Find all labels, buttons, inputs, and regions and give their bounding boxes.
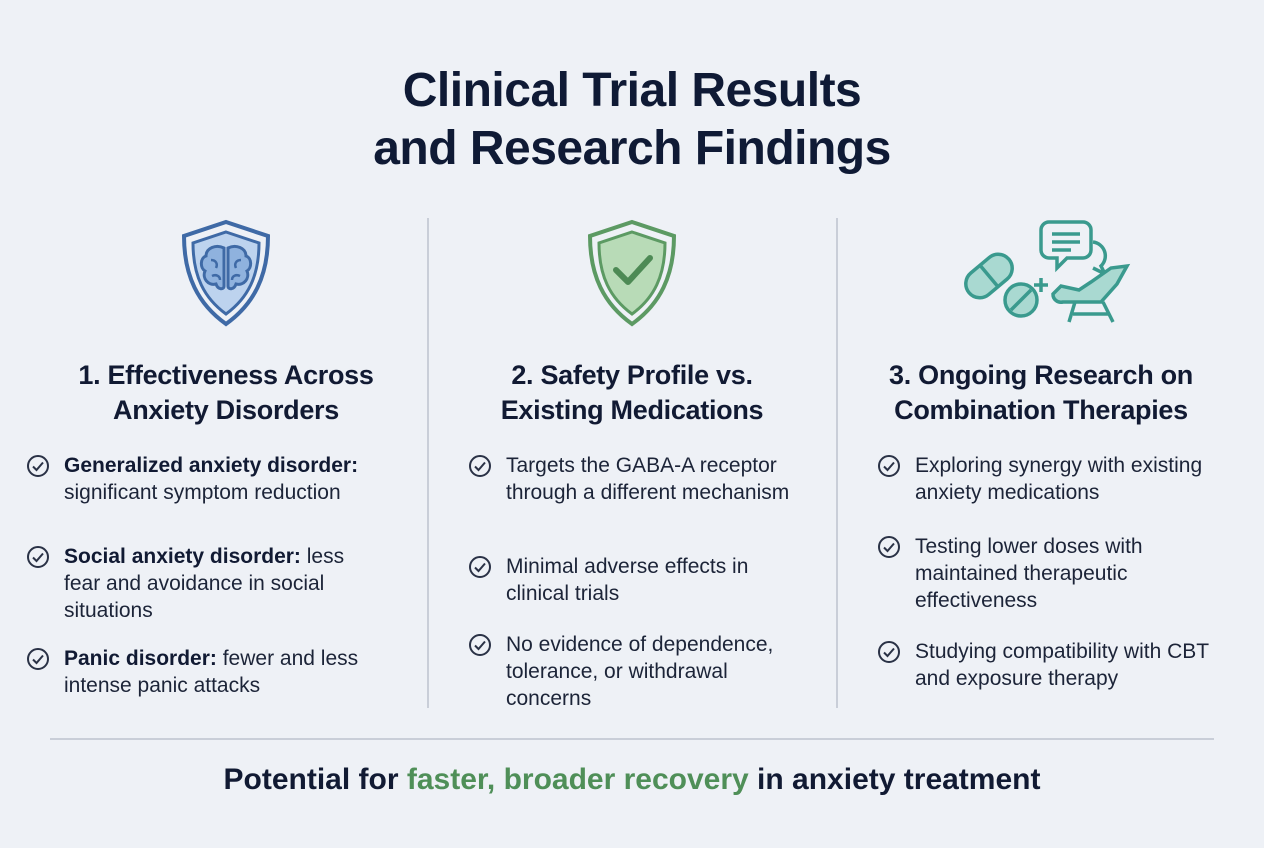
safety-heading: 2. Safety Profile vs. Existing Medicatio… [432,358,832,428]
item-bold-label: Panic disorder: [64,647,217,670]
item-text: fewer and less intense panic attacks [64,647,359,697]
heading-line: Anxiety Disorders [113,395,339,425]
item-text: Studying compatibility with CBT and expo… [915,640,1209,690]
item-bold-label: Generalized anxiety disorder: [64,454,359,477]
item-text: Testing lower doses with maintained ther… [915,535,1143,612]
check-shield-icon [432,218,832,330]
heading-line: 2. Safety Profile vs. [511,360,753,390]
item-text: Minimal adverse effects in clinical tria… [506,555,749,605]
item-text: significant symptom reduction [64,481,341,504]
effectiveness-heading: 1. Effectiveness Across Anxiety Disorder… [26,358,426,428]
heading-line: Existing Medications [500,395,764,425]
tagline: Potential for faster, broader recovery i… [0,760,1264,800]
heading-line: 1. Effectiveness Across [78,360,374,390]
check-circle-icon [878,455,900,477]
combination-heading: 3. Ongoing Research on Combination Thera… [841,358,1241,428]
check-circle-icon [469,634,491,656]
check-circle-icon [469,455,491,477]
item-text: Targets the GABA-A receptor through a di… [506,454,790,504]
item-bold-label: Social anxiety disorder: [64,545,301,568]
tagline-text: Potential for [223,763,407,796]
tagline-highlight: faster, broader recovery [406,763,749,796]
title-line-2: and Research Findings [373,122,891,175]
column-divider [836,218,838,708]
check-circle-icon [27,546,49,568]
check-circle-icon [878,641,900,663]
page-title: Clinical Trial Results and Research Find… [0,62,1264,178]
column-divider [427,218,429,708]
brain-shield-icon [26,218,426,330]
check-circle-icon [469,556,491,578]
title-line-1: Clinical Trial Results [402,64,862,117]
check-circle-icon [27,648,49,670]
heading-line: Combination Therapies [894,395,1188,425]
check-circle-icon [27,455,49,477]
heading-line: 3. Ongoing Research on [889,360,1193,390]
item-text: less fear and avoidance in social situat… [64,545,345,622]
item-text: No evidence of dependence, tolerance, or… [506,633,774,710]
item-text: Exploring synergy with existing anxiety … [915,454,1203,504]
pills-therapy-icon [841,218,1241,330]
footer-divider [50,738,1214,740]
check-circle-icon [878,536,900,558]
tagline-text: in anxiety treatment [748,763,1041,796]
